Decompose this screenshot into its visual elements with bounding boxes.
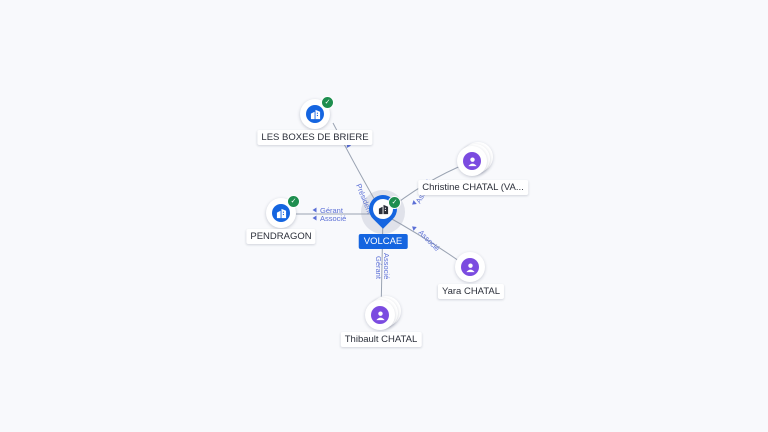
verified-check-icon: ✓ — [321, 96, 334, 109]
person-name[interactable]: Christine CHATAL (VA... — [418, 180, 528, 195]
person-badge[interactable] — [365, 296, 401, 334]
company-name[interactable]: LES BOXES DE BRIERE — [257, 130, 373, 145]
verified-check-icon: ✓ — [388, 196, 401, 209]
person-name[interactable]: Yara CHATAL — [437, 284, 505, 299]
main-company-name[interactable]: VOLCAE — [358, 234, 408, 249]
person-name[interactable]: Thibault CHATAL — [340, 332, 422, 347]
building-icon — [276, 208, 286, 218]
person-icon — [465, 262, 475, 272]
building-icon — [378, 204, 388, 214]
company-name[interactable]: PENDRAGON — [246, 229, 316, 244]
building-icon — [310, 109, 320, 119]
relation-pendragon: Gérant Associé — [312, 206, 346, 223]
person-icon — [375, 310, 385, 320]
person-badge[interactable] — [457, 142, 493, 180]
relation-label: Associé — [320, 214, 346, 223]
verified-check-icon: ✓ — [287, 195, 300, 208]
person-badge[interactable] — [455, 252, 489, 286]
person-icon — [467, 156, 477, 166]
relation-label: Gérant — [374, 256, 383, 280]
company-badge[interactable]: ✓ — [300, 96, 334, 129]
relation-label: Associé — [382, 253, 391, 279]
company-badge[interactable]: ✓ — [266, 195, 300, 228]
relation-label: Associé — [417, 228, 442, 253]
relation-label: Gérant — [320, 206, 344, 215]
relation-thibault: Gérant Associé — [374, 253, 391, 280]
relation-yara: Associé — [412, 226, 442, 253]
